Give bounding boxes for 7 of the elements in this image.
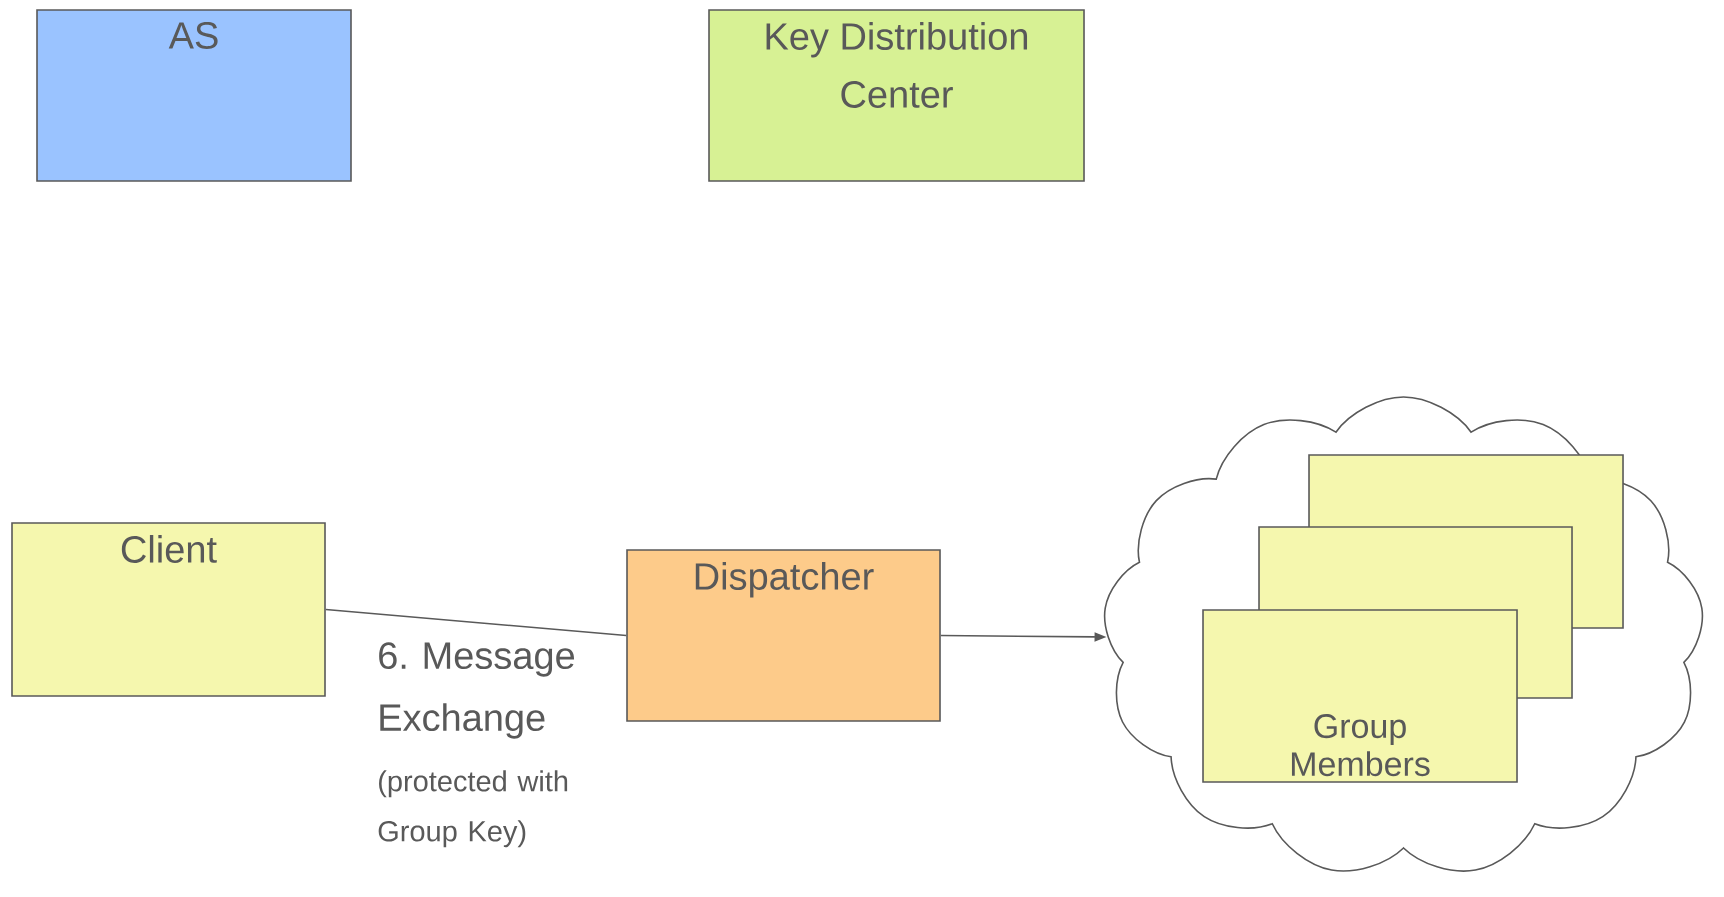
process-box: Client bbox=[11, 522, 326, 697]
process-box: Key Distribution Center bbox=[708, 9, 1085, 182]
process-box: AS bbox=[36, 9, 352, 182]
process-box: Group Members bbox=[1202, 609, 1518, 783]
edge-label: 6. Message Exchange bbox=[379, 642, 575, 739]
note-text: (protected with Group Key) bbox=[378, 770, 568, 848]
process-box: Dispatcher bbox=[626, 549, 941, 722]
